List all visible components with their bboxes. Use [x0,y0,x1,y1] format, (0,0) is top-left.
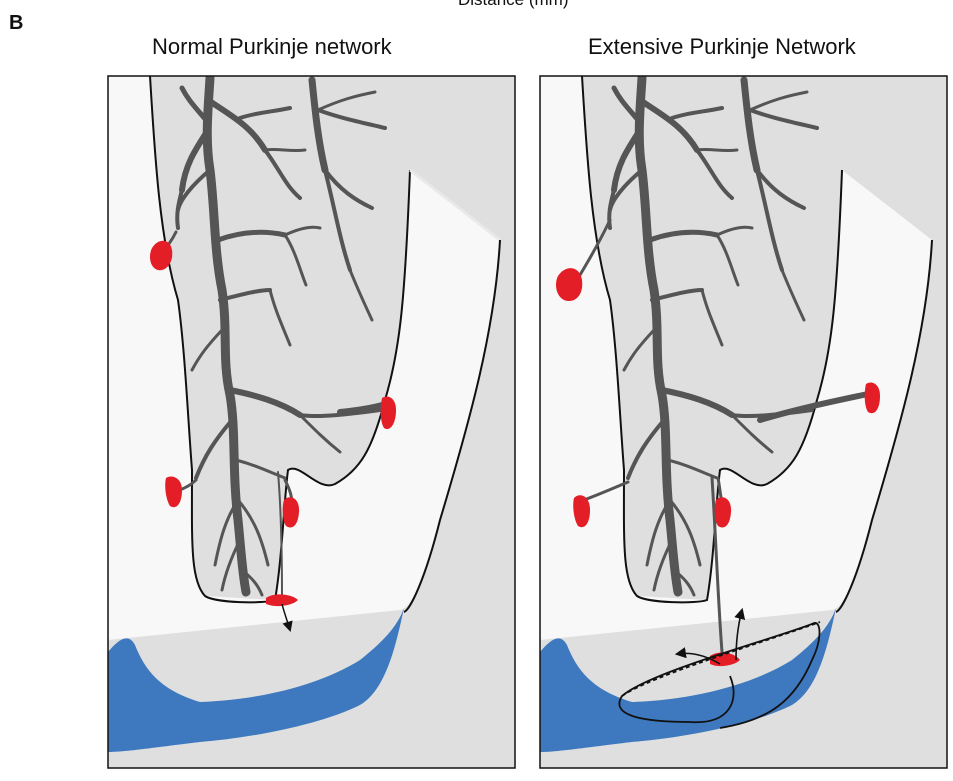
panel-normal [108,76,515,768]
panel-extensive [540,76,947,768]
